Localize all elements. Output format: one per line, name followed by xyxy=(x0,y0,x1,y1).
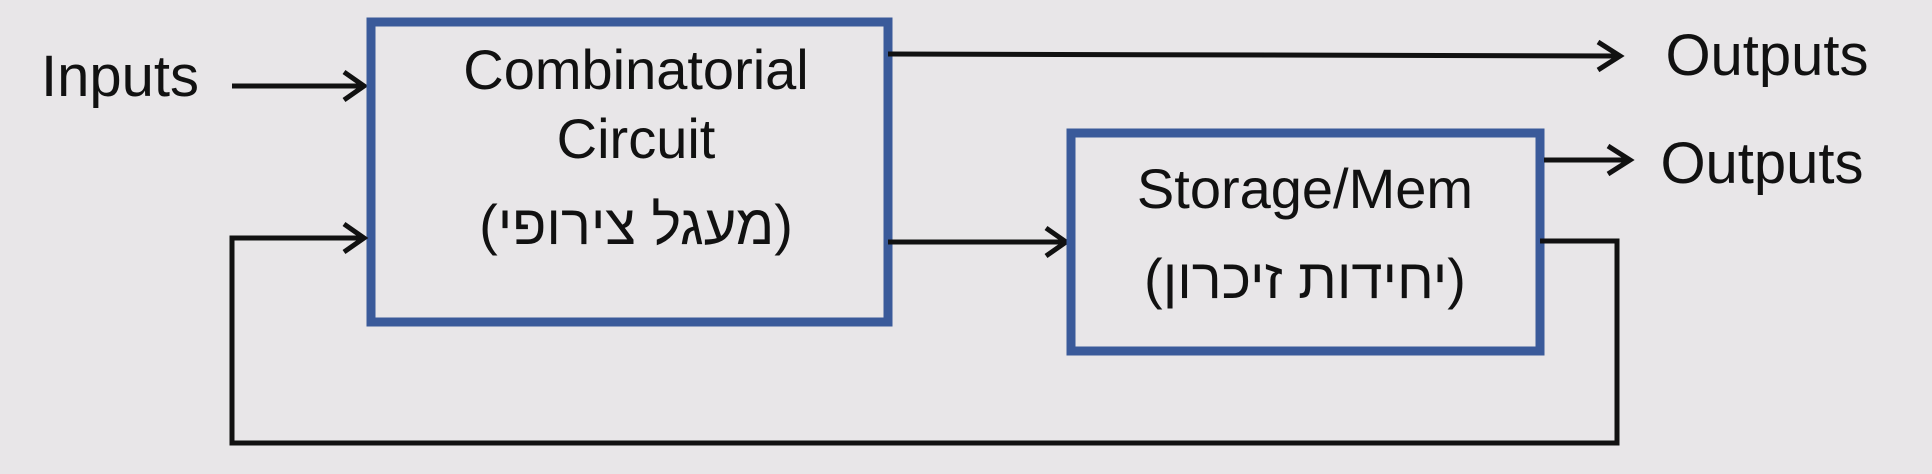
inputs-arrow xyxy=(232,69,369,103)
combinational-title-line2: Circuit xyxy=(557,107,716,170)
storage-hebrew-label: (יחידות זיכרון) xyxy=(1144,247,1466,310)
outputs-mid-label: Outputs xyxy=(1660,131,1863,196)
storage-memory-block: Storage/Mem (יחידות זיכרון) xyxy=(1066,128,1545,356)
comb-to-storage-arrow xyxy=(888,225,1071,259)
feedback-loop-arrow xyxy=(229,221,1620,446)
combinational-hebrew-label: (מעגל צירופי) xyxy=(479,193,793,256)
outputs-mid-arrow xyxy=(1544,143,1635,177)
combinational-title-line1: Combinatorial xyxy=(463,38,809,101)
combinational-circuit-block: Combinatorial Circuit (מעגל צירופי) xyxy=(366,17,893,327)
outputs-top-arrow xyxy=(887,39,1625,73)
inputs-label: Inputs xyxy=(41,44,199,109)
combinational-circuit-box xyxy=(366,17,893,327)
storage-title: Storage/Mem xyxy=(1137,157,1473,220)
outputs-top-label: Outputs xyxy=(1665,23,1868,88)
